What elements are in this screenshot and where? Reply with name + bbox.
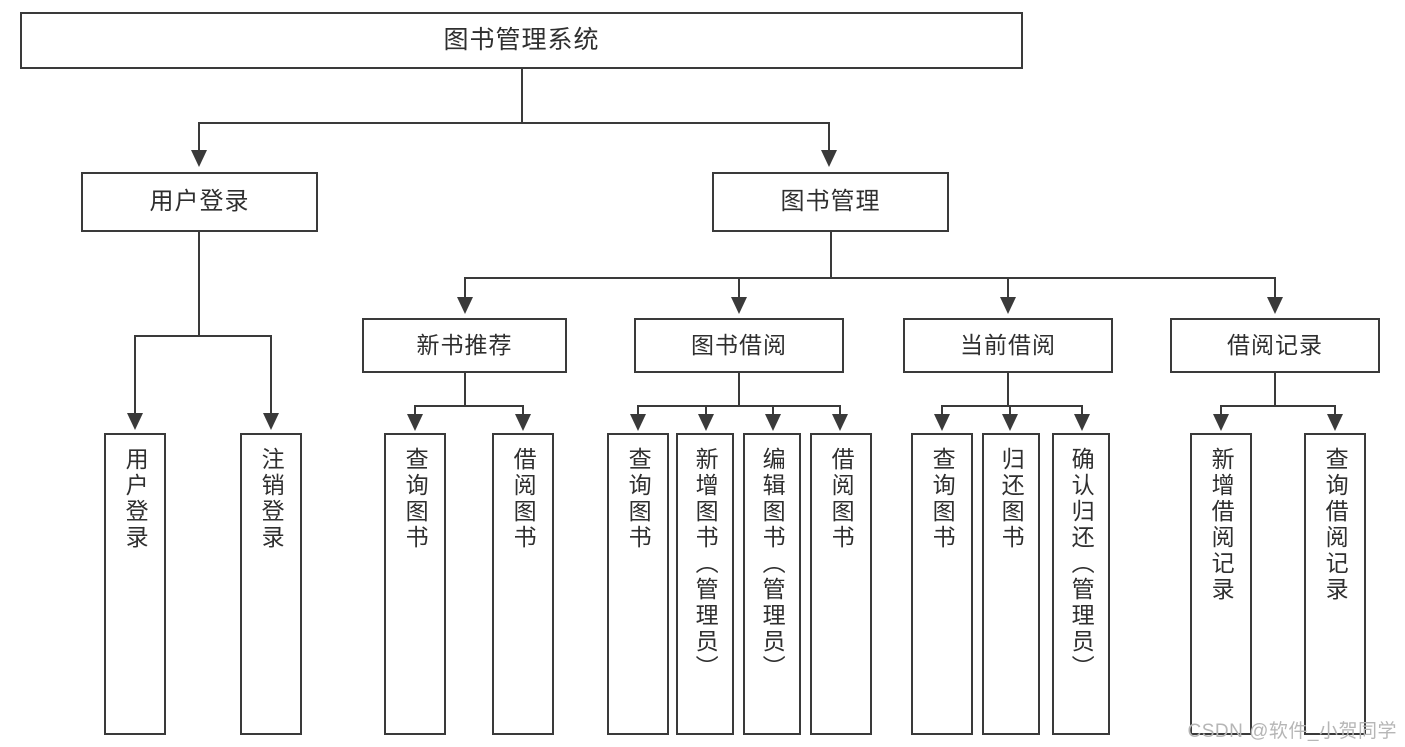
connector-book-manage-drop-4: [1274, 277, 1276, 299]
connector-current-borrow-drop-2: [1009, 405, 1011, 417]
leaf-borrow-book[interactable]: 借阅图书: [810, 433, 872, 735]
node-book-manage[interactable]: 图书管理: [712, 172, 949, 232]
arrow-to-borrow-record: [1267, 297, 1283, 314]
node-label: 借阅图书: [828, 447, 855, 551]
connector-root-drop-left: [198, 122, 200, 152]
connector-current-borrow-bar: [941, 405, 1083, 407]
leaf-borrow-book-recommend[interactable]: 借阅图书: [492, 433, 554, 735]
node-label: 注销登录: [258, 447, 285, 551]
connector-current-borrow-drop-1: [941, 405, 943, 417]
connector-root-stem: [521, 69, 523, 123]
connector-root-drop-right: [828, 122, 830, 152]
arrow-to-new-book: [457, 297, 473, 314]
csdn-watermark: CSDN @软件_小贺同学: [1187, 721, 1397, 742]
arrow-to-book-manage: [821, 150, 837, 167]
connector-borrow-record-drop-1: [1220, 405, 1222, 417]
connector-current-borrow-stem: [1007, 373, 1009, 406]
arrow-to-borrow-book: [731, 297, 747, 314]
leaf-query-book-recommend[interactable]: 查询图书: [384, 433, 446, 735]
node-root-system[interactable]: 图书管理系统: [20, 12, 1023, 69]
arrow-to-leaf-confirm-return: [1074, 414, 1090, 431]
connector-new-book-stem: [464, 373, 466, 406]
leaf-query-book-current[interactable]: 查询图书: [911, 433, 973, 735]
node-label: 图书管理: [780, 187, 881, 215]
connector-root-bar: [198, 122, 830, 124]
connector-user-login-drop-2: [270, 335, 272, 415]
node-new-book-recommend[interactable]: 新书推荐: [362, 318, 567, 373]
arrow-to-leaf-logout: [263, 413, 279, 430]
node-label: 查询图书: [402, 447, 429, 551]
node-label: 用户登录: [149, 187, 250, 215]
connector-book-manage-drop-1: [464, 277, 466, 299]
arrow-to-leaf-query-record: [1327, 414, 1343, 431]
leaf-logout[interactable]: 注销登录: [240, 433, 302, 735]
node-book-borrow[interactable]: 图书借阅: [634, 318, 844, 373]
leaf-query-book-borrow[interactable]: 查询图书: [607, 433, 669, 735]
connector-borrow-record-bar: [1220, 405, 1336, 407]
connector-new-book-bar: [414, 405, 524, 407]
node-borrow-record[interactable]: 借阅记录: [1170, 318, 1380, 373]
node-label: 新书推荐: [416, 331, 513, 358]
connector-book-borrow-drop-1: [637, 405, 639, 417]
leaf-return-book[interactable]: 归还图书: [982, 433, 1040, 735]
connector-borrow-record-drop-2: [1334, 405, 1336, 417]
arrow-to-leaf-borrow-book-2: [832, 414, 848, 431]
node-label: 图书管理系统: [443, 25, 600, 54]
connector-book-manage-drop-2: [738, 277, 740, 299]
leaf-query-borrow-record[interactable]: 查询借阅记录: [1304, 433, 1366, 735]
connector-user-login-drop-1: [134, 335, 136, 415]
node-label: 归还图书: [998, 447, 1025, 551]
arrow-to-leaf-edit-book: [765, 414, 781, 431]
connector-book-borrow-drop-4: [839, 405, 841, 417]
arrow-to-leaf-user-login: [127, 413, 143, 430]
node-current-borrow[interactable]: 当前借阅: [903, 318, 1113, 373]
arrow-to-leaf-return-book: [1002, 414, 1018, 431]
node-label: 新增借阅记录: [1208, 447, 1235, 603]
arrow-to-leaf-query-book-1: [407, 414, 423, 431]
node-label: 查询图书: [625, 447, 652, 551]
connector-book-manage-drop-3: [1007, 277, 1009, 299]
connector-borrow-record-stem: [1274, 373, 1276, 406]
leaf-add-book-admin[interactable]: 新增图书（管理员）: [676, 433, 734, 735]
node-label: 图书借阅: [691, 331, 787, 358]
leaf-confirm-return-admin[interactable]: 确认归还（管理员）: [1052, 433, 1110, 735]
leaf-user-login[interactable]: 用户登录: [104, 433, 166, 735]
node-label: 查询借阅记录: [1322, 447, 1349, 603]
arrow-to-current-borrow: [1000, 297, 1016, 314]
node-label: 借阅图书: [510, 447, 537, 551]
connector-new-book-drop-2: [522, 405, 524, 417]
connector-book-borrow-bar: [637, 405, 841, 407]
arrow-to-leaf-query-book-3: [934, 414, 950, 431]
node-user-login[interactable]: 用户登录: [81, 172, 318, 232]
node-label: 用户登录: [122, 447, 149, 551]
leaf-edit-book-admin[interactable]: 编辑图书（管理员）: [743, 433, 801, 735]
arrow-to-leaf-add-book: [698, 414, 714, 431]
connector-book-borrow-drop-2: [705, 405, 707, 417]
node-label: 确认归还（管理员）: [1068, 447, 1095, 681]
node-label: 查询图书: [929, 447, 956, 551]
connector-book-borrow-stem: [738, 373, 740, 406]
connector-user-login-bar: [134, 335, 272, 337]
connector-user-login-stem: [198, 232, 200, 336]
connector-book-borrow-drop-3: [772, 405, 774, 417]
connector-current-borrow-drop-3: [1081, 405, 1083, 417]
connector-book-manage-stem: [830, 232, 832, 278]
node-label: 新增图书（管理员）: [692, 447, 719, 681]
node-label: 编辑图书（管理员）: [759, 447, 786, 681]
arrow-to-leaf-borrow-book-1: [515, 414, 531, 431]
connector-new-book-drop-1: [414, 405, 416, 417]
node-label: 借阅记录: [1227, 331, 1323, 358]
arrow-to-leaf-query-book-2: [630, 414, 646, 431]
arrow-to-user-login: [191, 150, 207, 167]
connector-book-manage-bar: [464, 277, 1276, 279]
arrow-to-leaf-add-record: [1213, 414, 1229, 431]
leaf-add-borrow-record[interactable]: 新增借阅记录: [1190, 433, 1252, 735]
node-label: 当前借阅: [960, 331, 1056, 358]
